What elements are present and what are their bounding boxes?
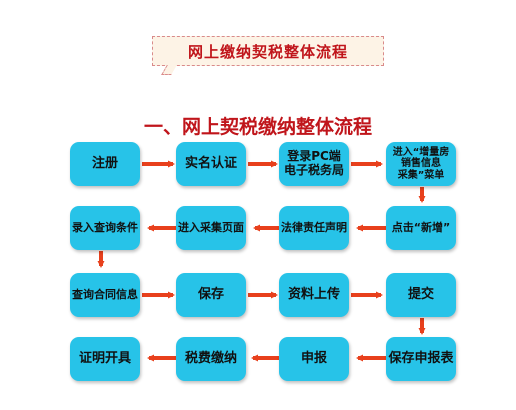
step-declare: 申报	[279, 337, 349, 381]
step-save-declaration: 保存申报表	[386, 337, 456, 381]
step-login-etax: 登录PC端 电子税务局	[279, 142, 349, 186]
step-collection-page: 进入采集页面	[176, 206, 246, 250]
step-submit: 提交	[386, 273, 456, 317]
step-click-add: 点击“新增”	[386, 206, 456, 250]
step-legal-statement: 法律责任声明	[279, 206, 349, 250]
step-real-name-auth: 实名认证	[176, 142, 246, 186]
step-register: 注册	[70, 142, 140, 186]
header-banner: 网上缴纳契税整体流程	[152, 36, 384, 66]
step-issue-certificate: 证明开具	[70, 337, 140, 381]
step-pay-taxes: 税费缴纳	[176, 337, 246, 381]
step-query-contract: 查询合同信息	[70, 273, 140, 317]
diagram-title: 一、网上契税缴纳整体流程	[143, 116, 372, 138]
step-save: 保存	[176, 273, 246, 317]
step-enter-query: 录入查询条件	[70, 206, 140, 250]
step-enter-menu: 进入“增量房 销售信息 采集”菜单	[386, 142, 456, 186]
step-upload-materials: 资料上传	[279, 273, 349, 317]
banner-title: 网上缴纳契税整体流程	[187, 42, 348, 61]
